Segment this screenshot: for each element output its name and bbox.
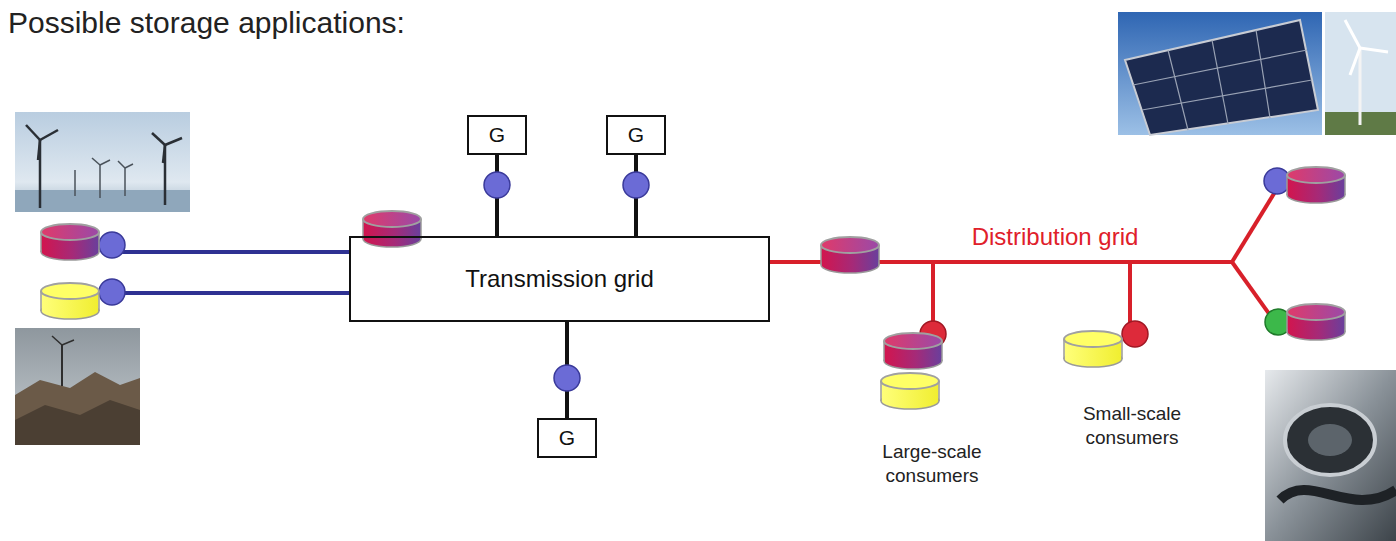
offshore-wind-photo (15, 112, 190, 212)
title: Possible storage applications: (8, 6, 405, 40)
node-label: Transmission grid (465, 265, 654, 293)
plug-photo (1265, 370, 1396, 541)
generator-box: G (537, 418, 597, 458)
node-label: G (559, 426, 575, 450)
node-label: G (628, 123, 644, 147)
distribution-line (770, 192, 1275, 325)
coast-photo (15, 328, 140, 445)
consumer-label: Large-scale consumers (857, 440, 1007, 488)
solar-panel-photo (1118, 12, 1322, 135)
grid-label: Distribution grid (925, 222, 1185, 252)
generator-box: G (467, 115, 527, 155)
node-label: G (489, 123, 505, 147)
storage-symbol (41, 167, 1345, 409)
consumer-label: Small-scale consumers (1057, 402, 1207, 450)
small-wind-photo (1325, 12, 1396, 135)
grid-box: Transmission grid (349, 236, 770, 322)
generator-box: G (606, 115, 666, 155)
